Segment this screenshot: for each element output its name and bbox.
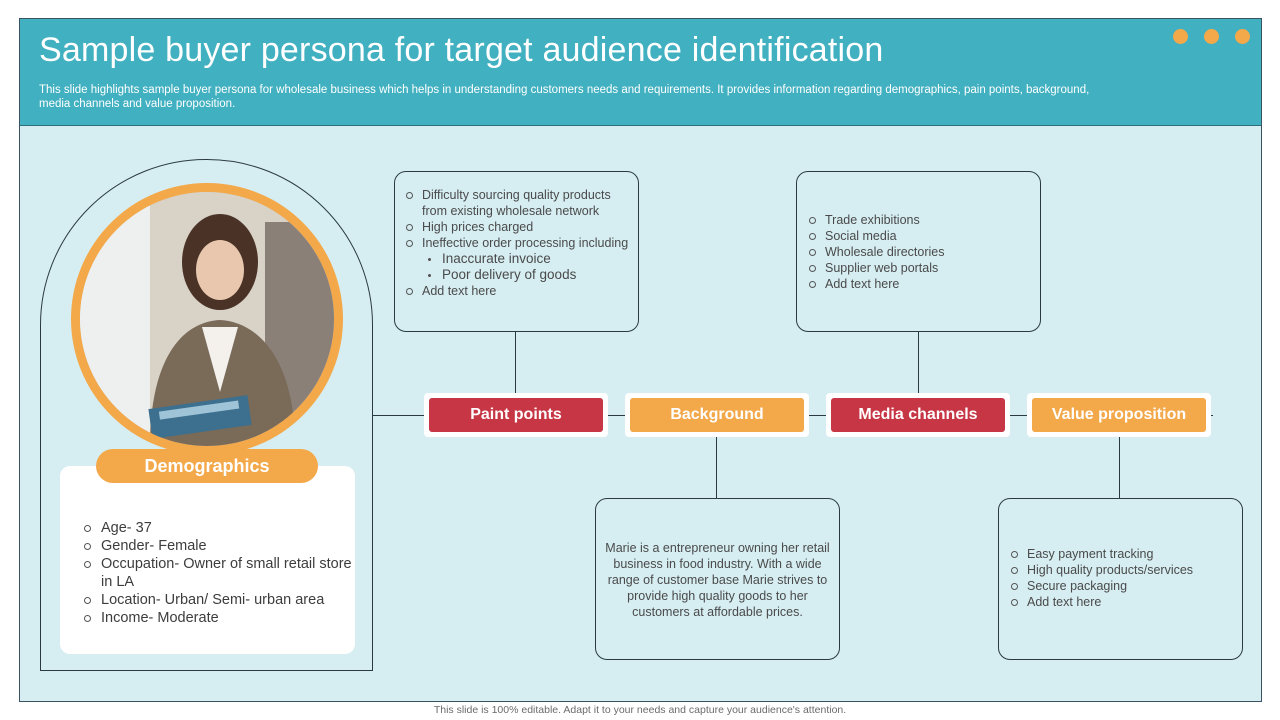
list-item: Add text here — [1009, 594, 1232, 610]
list-item: Location- Urban/ Semi- urban area — [82, 591, 352, 609]
list-item: Secure packaging — [1009, 578, 1232, 594]
persona-arch-frame — [40, 159, 373, 671]
node-value-proposition-label: Value proposition — [1032, 398, 1206, 432]
dot-icon — [1235, 29, 1250, 44]
node-value-proposition: Value proposition — [1027, 393, 1211, 437]
list-item: Trade exhibitions — [807, 212, 1030, 228]
connector-media — [918, 332, 919, 395]
list-item: Income- Moderate — [82, 609, 352, 627]
node-media-channels-label: Media channels — [831, 398, 1005, 432]
connector-value — [1119, 437, 1120, 498]
connector-background — [716, 437, 717, 498]
list-item: High quality products/services — [1009, 562, 1232, 578]
decorative-dots — [1173, 29, 1250, 44]
list-item: Easy payment tracking — [1009, 546, 1232, 562]
node-pain-points-label: Paint points — [429, 398, 603, 432]
footer-note: This slide is 100% editable. Adapt it to… — [433, 704, 847, 716]
dot-icon — [1173, 29, 1188, 44]
list-sub-item: Poor delivery of goods — [404, 267, 630, 283]
pain-points-box: Difficulty sourcing quality products fro… — [394, 171, 639, 332]
persona-photo-ring — [71, 183, 343, 455]
list-item: Add text here — [807, 276, 1030, 292]
demographics-list: Age- 37 Gender- Female Occupation- Owner… — [82, 519, 352, 627]
persona-photo — [80, 192, 334, 446]
list-item: Social media — [807, 228, 1030, 244]
value-proposition-list: Easy payment tracking High quality produ… — [1009, 546, 1232, 610]
list-item: Age- 37 — [82, 519, 352, 537]
node-background-label: Background — [630, 398, 804, 432]
list-item: Ineffective order processing including — [404, 235, 630, 251]
background-box: Marie is a entrepreneur owning her retai… — [595, 498, 840, 660]
node-media-channels: Media channels — [826, 393, 1010, 437]
value-proposition-box: Easy payment tracking High quality produ… — [998, 498, 1243, 660]
node-pain-points: Paint points — [424, 393, 608, 437]
slide-frame: Sample buyer persona for target audience… — [19, 18, 1262, 702]
pain-points-list: Difficulty sourcing quality products fro… — [404, 187, 630, 299]
demographics-card — [60, 466, 355, 654]
list-item: Supplier web portals — [807, 260, 1030, 276]
page-subtitle: This slide highlights sample buyer perso… — [39, 84, 1090, 110]
background-text: Marie is a entrepreneur owning her retai… — [605, 541, 830, 619]
list-item: High prices charged — [404, 219, 630, 235]
page-title: Sample buyer persona for target audience… — [39, 31, 884, 69]
persona-photo-illustration — [80, 192, 334, 446]
list-item: Add text here — [404, 283, 630, 299]
header-bar: Sample buyer persona for target audience… — [20, 19, 1261, 126]
list-item: Occupation- Owner of small retail store … — [82, 555, 352, 591]
node-background: Background — [625, 393, 809, 437]
dot-icon — [1204, 29, 1219, 44]
connector-pain-points — [515, 332, 516, 395]
list-item: Difficulty sourcing quality products fro… — [404, 187, 630, 219]
media-channels-list: Trade exhibitions Social media Wholesale… — [807, 212, 1030, 292]
list-item: Gender- Female — [82, 537, 352, 555]
list-sub-item: Inaccurate invoice — [404, 251, 630, 267]
demographics-label: Demographics — [96, 449, 318, 483]
list-item: Wholesale directories — [807, 244, 1030, 260]
media-channels-box: Trade exhibitions Social media Wholesale… — [796, 171, 1041, 332]
